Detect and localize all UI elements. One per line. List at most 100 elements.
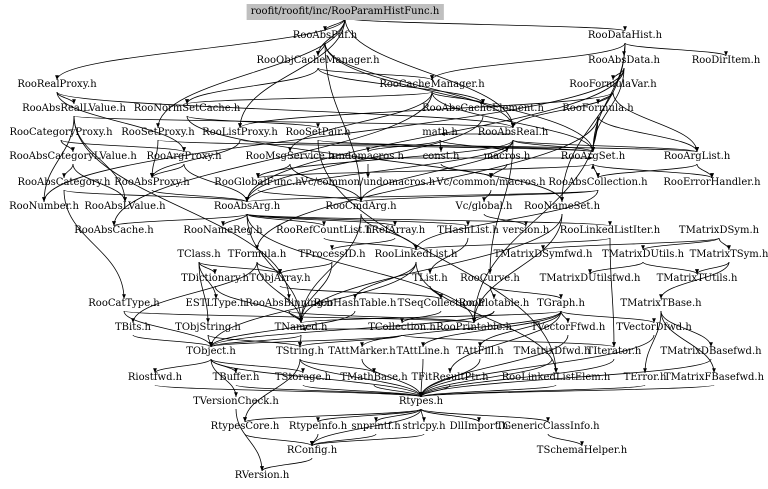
node-roolinkedlist[interactable]: RooLinkedList.h <box>374 249 458 260</box>
node-tversioncheck[interactable]: TVersionCheck.h <box>193 396 279 407</box>
node-tattline[interactable]: TAttLine.h <box>396 346 450 357</box>
node-tcollection[interactable]: TCollection.h <box>368 322 436 333</box>
node-tschemahelper[interactable]: TSchemaHelper.h <box>536 445 628 456</box>
node-riostfwd[interactable]: Riostfwd.h <box>127 372 183 383</box>
node-snprintf[interactable]: snprintf.h <box>351 421 401 432</box>
node-roodiritem[interactable]: RooDirItem.h <box>691 55 761 66</box>
node-roocachemanager[interactable]: RooCacheManager.h <box>379 79 485 90</box>
node-estltype[interactable]: ESTLType.h <box>185 298 247 309</box>
node-rooabsbinning[interactable]: RooAbsBinning.h <box>245 298 333 309</box>
node-vcmacros[interactable]: Vc/common/macros.h <box>436 177 546 188</box>
node-rooformula[interactable]: RooFormula.h <box>562 103 634 114</box>
node-rooabslvalue[interactable]: RooAbsLValue.h <box>84 201 166 212</box>
node-tstring[interactable]: TString.h <box>276 346 324 357</box>
node-rooargset[interactable]: RooArgSet.h <box>560 151 626 162</box>
node-titerator[interactable]: TIterator.h <box>586 346 642 357</box>
node-roolinkedlistiter[interactable]: RooLinkedListIter.h <box>559 225 661 236</box>
node-tseqcollection[interactable]: TSeqCollection.h <box>397 298 485 309</box>
node-tdictionary[interactable]: TDictionary.h <box>181 273 249 284</box>
node-version[interactable]: version.h <box>502 225 550 236</box>
node-rooformulavar[interactable]: RooFormulaVar.h <box>569 79 657 90</box>
node-rversion[interactable]: RVersion.h <box>234 470 290 481</box>
node-tmatrixdfwd[interactable]: TMatrixDfwd.h <box>513 346 591 357</box>
node-tmatrixdutilsfwd[interactable]: TMatrixDUtilsfwd.h <box>539 273 641 284</box>
node-tmathbase[interactable]: TMathBase.h <box>340 372 408 383</box>
node-tmatrixtutils[interactable]: TMatrixTUtils.h <box>656 273 738 284</box>
node-rooabscategorylvalue[interactable]: RooAbsCategoryLValue.h <box>9 151 137 162</box>
node-tprocessid[interactable]: TProcessID.h <box>298 249 366 260</box>
node-strlcpy[interactable]: strlcpy.h <box>402 421 446 432</box>
node-roocategoryproxy[interactable]: RooCategoryProxy.h <box>9 127 113 138</box>
node-rooabsreal[interactable]: RooAbsReal.h <box>477 127 549 138</box>
node-tvectordfwd[interactable]: TVectorDfwd.h <box>616 322 692 333</box>
node-tstorage[interactable]: TStorage.h <box>274 372 332 383</box>
node-roocurve[interactable]: RooCurve.h <box>460 273 520 284</box>
node-rooprintable[interactable]: RooPrintable.h <box>436 322 512 333</box>
node-rooplotable[interactable]: RooPlotable.h <box>458 298 530 309</box>
node-macros[interactable]: macros.h <box>483 151 531 162</box>
node-rooabscollection[interactable]: RooAbsCollection.h <box>548 177 648 188</box>
node-rtypescore[interactable]: RtypesCore.h <box>210 421 280 432</box>
node-const[interactable]: const.h <box>422 151 460 162</box>
node-tbuffer[interactable]: TBuffer.h <box>212 372 260 383</box>
node-tmatrixdsymfwd[interactable]: TMatrixDSymfwd.h <box>493 249 593 260</box>
node-tmatrixdsym[interactable]: TMatrixDSym.h <box>678 225 760 236</box>
node-roonamereg[interactable]: RooNameReg.h <box>183 225 263 236</box>
node-rooabsdata[interactable]: RooAbsData.h <box>588 55 660 66</box>
node-tgenericclassinfo[interactable]: TGenericClassInfo.h <box>496 421 600 432</box>
node-vcundomacros[interactable]: Vc/common/undomacros.h <box>300 177 436 188</box>
node-rooabspdf[interactable]: RooAbsPdf.h <box>292 30 358 41</box>
node-rtypeinfo[interactable]: Rtypeinfo.h <box>288 421 348 432</box>
node-roocattype[interactable]: RooCatType.h <box>88 298 160 309</box>
node-tmatrixfbasefwd[interactable]: TMatrixFBasefwd.h <box>663 372 765 383</box>
node-tgraph[interactable]: TGraph.h <box>537 298 585 309</box>
node-roonameset[interactable]: RooNameSet.h <box>523 201 601 212</box>
node-roosetpair[interactable]: RooSetPair.h <box>285 127 351 138</box>
node-rtypes[interactable]: Rtypes.h <box>398 396 444 407</box>
node-rooobjcachemanager[interactable]: RooObjCacheManager.h <box>256 55 380 66</box>
node-roorealproxy[interactable]: RooRealProxy.h <box>17 79 97 90</box>
node-rooerrorhandler[interactable]: RooErrorHandler.h <box>663 177 761 188</box>
node-rconfig[interactable]: RConfig.h <box>286 445 338 456</box>
node-trefarray[interactable]: TRefArray.h <box>364 225 426 236</box>
node-tobjarray[interactable]: TObjArray.h <box>249 273 311 284</box>
node-tobjstring[interactable]: TObjString.h <box>175 322 241 333</box>
node-tobject[interactable]: TObject.h <box>186 346 236 357</box>
node-rooabscache[interactable]: RooAbsCache.h <box>74 225 154 236</box>
node-roomsgservice[interactable]: RooMsgService.h <box>245 151 335 162</box>
node-rooabsreallvalue[interactable]: RooAbsRealLValue.h <box>22 103 126 114</box>
node-roonormsetcache[interactable]: RooNormSetCache.h <box>133 103 241 114</box>
node-tformula[interactable]: TFormula.h <box>227 249 287 260</box>
node-roosetproxy[interactable]: RooSetProxy.h <box>121 127 195 138</box>
node-tfitresultptr[interactable]: TFitResultPtr.h <box>411 372 489 383</box>
node-rooabsarg[interactable]: RooAbsArg.h <box>213 201 281 212</box>
node-terror[interactable]: TError.h <box>623 372 667 383</box>
node-thashlist[interactable]: THashList.h <box>437 225 499 236</box>
node-roorefcountlist[interactable]: RooRefCountList.h <box>276 225 372 236</box>
node-tmatrixtsym[interactable]: TMatrixTSym.h <box>689 249 768 260</box>
node-rooargproxy[interactable]: RooArgProxy.h <box>146 151 222 162</box>
node-tvectorffwd[interactable]: TVectorFfwd.h <box>530 322 606 333</box>
node-roocmdarg[interactable]: RooCmdArg.h <box>325 201 397 212</box>
node-rooglobalfunc[interactable]: RooGlobalFunc.h <box>214 177 302 188</box>
node-roolistproxy[interactable]: RooListProxy.h <box>202 127 278 138</box>
node-math[interactable]: math.h <box>422 127 458 138</box>
node-tattfill[interactable]: TAttFill.h <box>456 346 504 357</box>
node-rooabsproxy[interactable]: RooAbsProxy.h <box>114 177 190 188</box>
node-roodatahist[interactable]: RooDataHist.h <box>587 30 663 41</box>
node-tclass[interactable]: TClass.h <box>177 249 221 260</box>
node-tbits[interactable]: TBits.h <box>115 322 151 333</box>
node-rooarglist[interactable]: RooArgList.h <box>663 151 731 162</box>
node-tlist[interactable]: TList.h <box>412 273 448 284</box>
node-tmatrixtbase[interactable]: TMatrixTBase.h <box>620 298 702 309</box>
node-tmatrixdbasefwd[interactable]: TMatrixDBasefwd.h <box>660 346 762 357</box>
node-tnamed[interactable]: TNamed.h <box>274 322 328 333</box>
node-rooabscacheelement[interactable]: RooAbsCacheElement.h <box>422 103 544 114</box>
node-roolinkedlistelem[interactable]: RooLinkedListElem.h <box>501 372 611 383</box>
node-tattmarker[interactable]: TAttMarker.h <box>328 346 396 357</box>
node-rooabscategory[interactable]: RooAbsCategory.h <box>17 177 111 188</box>
node-vcglobal[interactable]: Vc/global.h <box>455 201 513 212</box>
node-undomacros[interactable]: undomacros.h <box>332 151 404 162</box>
node-roohashtable[interactable]: RooHashTable.h <box>313 298 397 309</box>
node-dllimport[interactable]: DllImport.h <box>449 421 509 432</box>
